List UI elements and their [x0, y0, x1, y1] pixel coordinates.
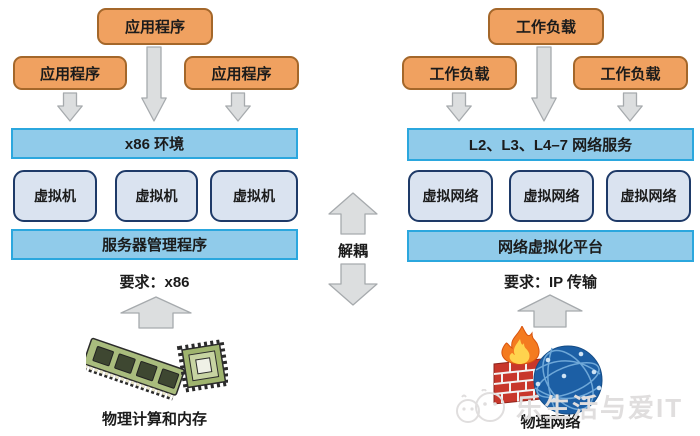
app-box-label: 应用程序: [211, 65, 272, 83]
workload-box-label: 工作负载: [515, 19, 576, 36]
physical-caption-left: 物理计算和内存: [101, 411, 207, 428]
network-services-label: L2、L3、L4–7 网络服务: [468, 137, 633, 154]
vm-label: 虚拟机: [135, 188, 178, 204]
app-box-left: 应用程序: [13, 56, 127, 90]
watermark: 乐生活与爱IT: [452, 388, 683, 425]
down-arrow-icon: [446, 92, 472, 122]
cpu-chip-icon: [176, 338, 228, 393]
network-services-bar: L2、L3、L4–7 网络服务: [407, 128, 694, 161]
network-platform-label: 网络虚拟化平台: [497, 238, 603, 256]
virtual-network-box: 虚拟网络: [408, 170, 493, 222]
virtual-network-label: 虚拟网络: [620, 188, 677, 204]
workload-box-label: 工作负载: [600, 65, 661, 83]
up-arrow-icon: [328, 192, 378, 235]
decouple-label: 解耦: [337, 243, 368, 260]
workload-box-label: 工作负载: [429, 65, 490, 83]
memory-module-icon: [86, 337, 185, 401]
down-arrow-icon: [531, 46, 557, 122]
virtual-network-label: 虚拟网络: [422, 188, 479, 204]
physical-caption-right: 物理网络: [520, 414, 581, 431]
app-box-label: 应用程序: [39, 65, 100, 83]
watermark-text: 乐生活与爱IT: [516, 393, 684, 423]
globe-network-icon: [533, 345, 603, 415]
down-arrow-icon: [225, 92, 251, 122]
virtual-network-label: 虚拟网络: [523, 188, 580, 204]
vm-box: 虚拟机: [13, 170, 97, 222]
workload-box-left: 工作负载: [402, 56, 517, 90]
virtual-network-box: 虚拟网络: [606, 170, 691, 222]
hypervisor-label: 服务器管理程序: [101, 237, 207, 254]
vm-label: 虚拟机: [233, 188, 275, 204]
vm-box: 虚拟机: [115, 170, 198, 222]
vm-box: 虚拟机: [210, 170, 298, 222]
hypervisor-bar: 服务器管理程序: [11, 229, 298, 260]
down-arrow-icon: [57, 92, 83, 122]
down-arrow-icon: [328, 263, 378, 306]
vm-label: 虚拟机: [34, 188, 76, 204]
app-box-label: 应用程序: [124, 19, 185, 36]
smiley-faces-icon: [456, 389, 505, 423]
app-box-top: 应用程序: [97, 8, 213, 45]
x86-environment-bar: x86 环境: [11, 128, 298, 159]
firewall-globe-icon: [493, 326, 603, 415]
flame-icon: [501, 326, 540, 365]
down-arrow-icon: [141, 46, 167, 122]
workload-box-right: 工作负载: [573, 56, 688, 90]
up-arrow-icon: [120, 296, 192, 329]
requirement-label-left: 要求：x86: [119, 274, 190, 291]
firewall-icon: [493, 326, 543, 405]
virtual-network-box: 虚拟网络: [509, 170, 594, 222]
network-platform-bar: 网络虚拟化平台: [407, 230, 694, 262]
app-box-right: 应用程序: [184, 56, 299, 90]
x86-environment-label: x86 环境: [124, 136, 185, 153]
workload-box-top: 工作负载: [488, 8, 604, 45]
down-arrow-icon: [617, 92, 643, 122]
memory-cpu-icon: [86, 337, 228, 401]
requirement-label-right: 要求：IP 传输: [503, 274, 598, 291]
up-arrow-icon: [517, 294, 583, 328]
